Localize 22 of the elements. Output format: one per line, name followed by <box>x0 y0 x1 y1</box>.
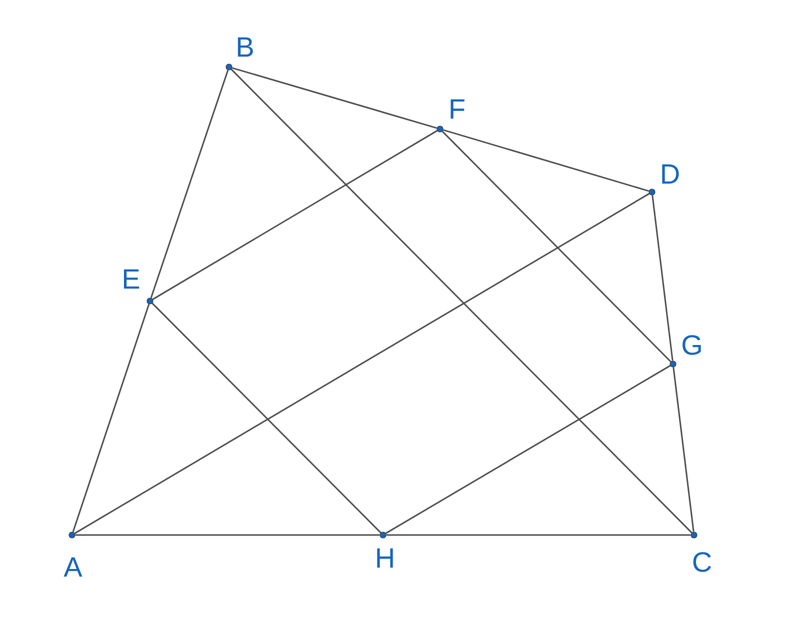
point-label: E <box>124 269 140 289</box>
line-segment <box>230 68 692 534</box>
point-label: F <box>450 99 464 119</box>
line-segment <box>386 534 691 536</box>
line-segment <box>74 193 650 534</box>
line-segment <box>385 365 671 534</box>
line-segment <box>672 367 694 532</box>
point-label: D <box>662 164 679 184</box>
point-label: A <box>64 557 82 577</box>
point-label: H <box>377 548 393 568</box>
point-label: B <box>238 37 253 57</box>
point-label: C <box>693 552 712 572</box>
line-segment <box>232 67 438 129</box>
line-segment <box>152 302 382 534</box>
line-segment <box>442 130 672 362</box>
line-segment <box>75 534 380 536</box>
line-segment <box>150 70 229 298</box>
line-segment <box>652 195 674 361</box>
point-label: G <box>682 335 701 355</box>
line-segment <box>152 130 438 300</box>
line-segment <box>442 129 650 192</box>
line-segment <box>72 304 150 532</box>
